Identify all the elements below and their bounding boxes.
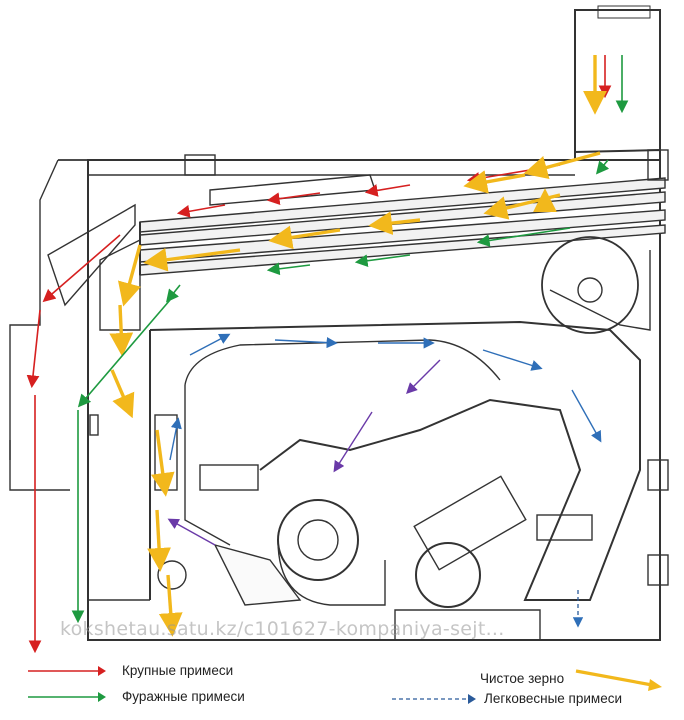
bottom-fan	[277, 499, 359, 581]
clean-grain-flow	[109, 55, 607, 637]
legend-coarse-label: Крупные примеси	[122, 663, 234, 678]
legend-clean-grain: Чистое зерно	[480, 663, 664, 693]
legend-red-arrow-icon	[28, 665, 106, 676]
legend-coarse-impurities: Крупные примеси	[28, 663, 233, 678]
legend-yellow-arrow-icon	[575, 669, 663, 691]
legend-light-impurities: Легковесные примеси	[392, 691, 622, 706]
legend-fodder-label: Фуражные примеси	[122, 689, 245, 704]
air-flow	[169, 333, 602, 461]
legend-clean-label: Чистое зерно	[480, 670, 565, 686]
motor	[415, 542, 481, 608]
legend-green-arrow-icon	[28, 691, 106, 702]
machine-outline	[9, 5, 669, 641]
intake-hopper	[574, 9, 661, 161]
legend-light-label: Легковесные примеси	[484, 691, 622, 706]
legend-fodder-impurities: Фуражные примеси	[28, 689, 245, 704]
return-air-flow	[167, 359, 441, 546]
coarse-impurities-flow	[26, 55, 612, 654]
legend-dashed-arrow-icon	[392, 693, 476, 704]
top-fan	[541, 236, 639, 334]
fodder-impurities-flow	[71, 55, 629, 624]
watermark: kokshetau.satu.kz/c101627-kompaniya-sejt…	[60, 618, 505, 640]
